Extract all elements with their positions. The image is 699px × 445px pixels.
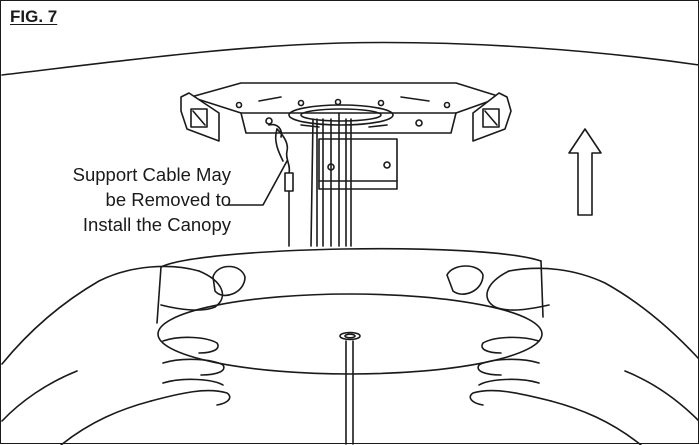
up-arrow-icon xyxy=(568,128,602,216)
callout-line-2: be Removed to xyxy=(105,189,231,210)
callout-leader-line xyxy=(226,160,288,206)
callout-text: Support Cable May be Removed to Install … xyxy=(9,162,231,237)
support-cable xyxy=(268,123,294,247)
callout-line-1: Support Cable May xyxy=(72,164,231,185)
ceiling-line xyxy=(1,41,699,76)
right-hand xyxy=(469,267,699,445)
canopy xyxy=(156,247,544,445)
mounting-bracket xyxy=(180,82,512,142)
figure-label: FIG. 7 xyxy=(10,7,58,26)
callout-line-3: Install the Canopy xyxy=(82,214,231,235)
left-hand xyxy=(1,265,231,445)
wire-bundle xyxy=(310,112,352,247)
